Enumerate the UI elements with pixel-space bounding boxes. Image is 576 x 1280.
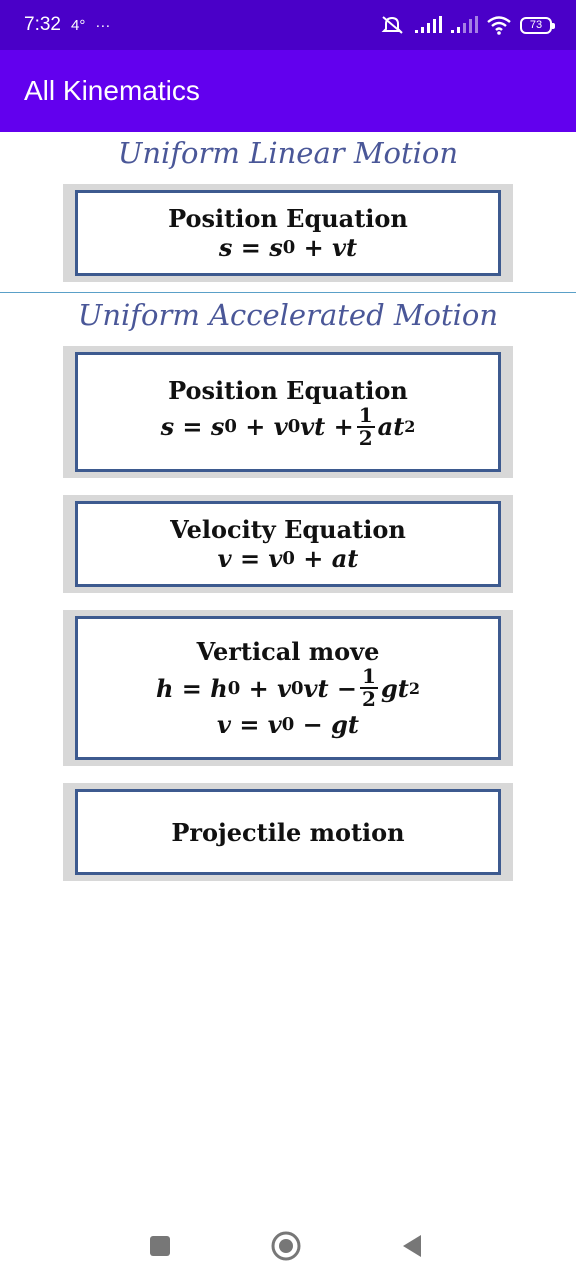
section-title-uniform-accelerated: Uniform Accelerated Motion [77, 298, 499, 332]
app-bar: All Kinematics [0, 50, 576, 132]
status-bar: 7:32 4° ··· 73 [0, 0, 576, 50]
card-title: Position Equation [168, 375, 408, 405]
card-title: Projectile motion [171, 817, 405, 847]
section-title-uniform-linear: Uniform Linear Motion [117, 136, 459, 170]
section-divider [0, 292, 576, 293]
battery-level: 73 [529, 18, 543, 31]
home-button[interactable] [268, 1228, 304, 1264]
back-icon [403, 1235, 421, 1257]
status-temperature: 4° [70, 16, 86, 34]
home-icon [271, 1231, 301, 1261]
mute-icon [381, 16, 403, 34]
card-title: Velocity Equation [170, 515, 406, 544]
status-right: 73 [380, 15, 555, 35]
card-projectile-motion-inner[interactable]: Projectile motion [75, 789, 501, 875]
back-button[interactable] [394, 1228, 430, 1264]
card-title: Position Equation [168, 204, 408, 233]
card-projectile-motion[interactable]: Projectile motion [63, 783, 513, 881]
status-time: 7:32 [24, 14, 61, 35]
signal-icon-secondary [451, 16, 478, 33]
wifi-icon [487, 16, 511, 35]
status-more-icon: ··· [95, 16, 111, 34]
battery-icon: 73 [520, 16, 555, 34]
recent-apps-icon [150, 1236, 170, 1256]
card-title: Vertical move [196, 637, 380, 666]
recent-apps-button[interactable] [142, 1228, 178, 1264]
status-left: 7:32 4° ··· [24, 14, 110, 36]
app-title: All Kinematics [24, 75, 200, 106]
signal-icon [415, 16, 442, 33]
navigation-bar [0, 1210, 576, 1280]
